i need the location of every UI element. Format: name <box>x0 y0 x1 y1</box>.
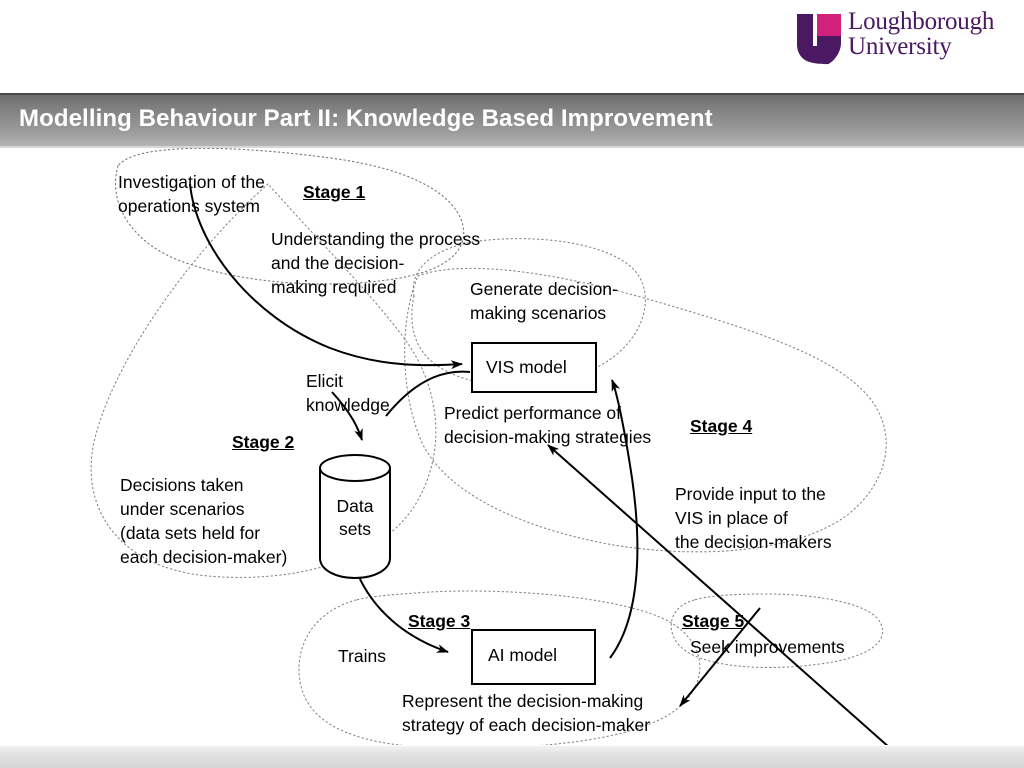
diagram-vector-layer <box>90 148 889 745</box>
page-title: Modelling Behaviour Part II: Knowledge B… <box>19 105 713 132</box>
arrow-investigation-to-vis <box>189 183 463 370</box>
arrow-seek-improvements-to-represent <box>679 607 761 707</box>
annotation-decisions-taken: Decisions taken under scenarios (data se… <box>120 475 288 567</box>
logo-wordmark: Loughborough University <box>848 8 1008 60</box>
annotation-investigation: Investigation of the operations system <box>118 172 265 216</box>
footer-bar <box>0 745 1024 768</box>
stage-5-label: Stage 5 <box>682 611 745 631</box>
annotation-generate-scenarios: Generate decision- making scenarios <box>470 279 618 323</box>
ai-model-box <box>471 629 596 685</box>
annotation-predict-performance: Predict performance of decision-making s… <box>444 403 652 447</box>
loughborough-university-logo: Loughborough University <box>790 8 1010 70</box>
stage-3-label: Stage 3 <box>408 611 471 631</box>
stage-3-region-outline <box>298 590 701 745</box>
stage-2-region-outline <box>90 183 437 578</box>
vis-model-label: VIS model <box>486 357 567 377</box>
line-datasets-to-vis <box>385 370 471 417</box>
arrow-ai-model-to-vis <box>609 379 639 659</box>
logo-line-1: Loughborough <box>848 8 995 35</box>
ai-model-label: AI model <box>488 645 558 665</box>
annotation-trains: Trains <box>338 646 386 666</box>
vis-model-box <box>471 342 597 393</box>
stage-4-label: Stage 4 <box>690 416 753 436</box>
annotation-represent-strategy: Represent the decision-making strategy o… <box>402 691 651 735</box>
annotation-elicit-knowledge: Elicit knowledge <box>306 371 390 415</box>
annotation-provide-input: Provide input to the VIS in place of the… <box>675 484 832 552</box>
diagram-canvas: Investigation of the operations system S… <box>0 148 1024 745</box>
stage-1-label: Stage 1 <box>303 182 366 202</box>
data-sets-label: Data sets <box>336 496 374 539</box>
stage-1-region-outline <box>114 148 465 285</box>
generate-scenarios-region-outline <box>411 238 646 387</box>
annotation-seek-improvements: Seek improvements <box>690 637 845 657</box>
shield-logo-icon <box>797 14 841 65</box>
arrow-datasets-to-ai-model <box>355 569 449 653</box>
data-sets-cylinder <box>319 454 391 580</box>
title-banner: Modelling Behaviour Part II: Knowledge B… <box>0 93 1024 148</box>
stage-4-region-outline <box>404 267 887 553</box>
annotation-understanding: Understanding the process and the decisi… <box>271 229 481 297</box>
stage-5-region-outline <box>670 593 884 669</box>
arrow-seek-improvements-to-predict <box>547 444 889 745</box>
arrow-elicit-knowledge-to-datasets <box>331 391 363 441</box>
logo-line-2: University <box>848 32 952 60</box>
stage-2-label: Stage 2 <box>232 432 295 452</box>
